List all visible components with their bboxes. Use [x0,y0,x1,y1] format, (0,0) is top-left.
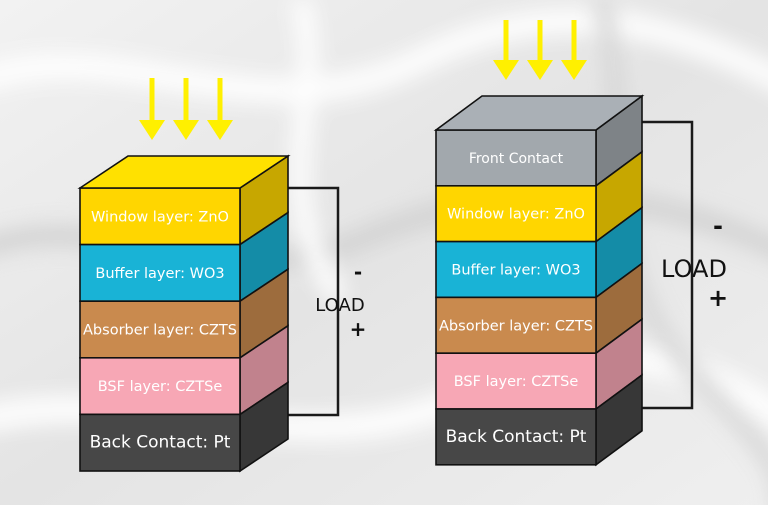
incident-light-arrow-icon [207,78,233,140]
load-circuit-wire [288,186,340,417]
left-layer-buffer-label: Buffer layer: WO3 [95,266,224,282]
right-load-label: LOAD [661,255,727,283]
left-positive-terminal-sign: + [350,317,367,341]
left-layer-buffer: Buffer layer: WO3 [79,211,289,303]
incident-light-arrow-icon [173,78,199,140]
right-layer-buffer-label: Buffer layer: WO3 [451,263,580,279]
left-layer-window-label: Window layer: ZnO [91,209,229,225]
right-positive-terminal-sign: + [708,284,728,312]
left-layer-absorber: Absorber layer: CZTS [79,267,289,360]
left-layer-absorber-label: Absorber layer: CZTS [83,323,237,339]
right-layer-front-contact-label: Front Contact [469,151,564,167]
incident-light-arrow-icon [139,78,165,140]
left-negative-terminal-sign: - [354,260,362,284]
left-solar-cell: Window layer: ZnO Buffer layer: WO3Absorb… [77,78,367,473]
incident-light-arrow-icon [527,20,553,80]
left-layer-bsf-label: BSF layer: CZTSe [98,379,223,395]
left-layer-bsf: BSF layer: CZTSe [79,324,289,416]
right-top-face [433,95,645,131]
right-layer-absorber-label: Absorber layer: CZTS [439,318,593,334]
left-load-label: LOAD [315,295,364,316]
right-layer-absorber: Absorber layer: CZTS [435,261,643,355]
right-layer-front-contact: Front Contact [435,94,643,188]
incident-light-arrow-icon [561,20,587,80]
right-layer-window: Window layer: ZnO [435,150,643,244]
incident-light-arrow-icon [493,20,519,80]
right-layer-back-contact: Back Contact: Pt [435,373,643,467]
right-negative-terminal-sign: - [713,212,723,240]
load-circuit-wire [642,120,694,410]
left-top-face [77,155,291,189]
right-layer-bsf: BSF layer: CZTSe [435,317,643,411]
right-layer-buffer: Buffer layer: WO3 [435,206,643,299]
left-layer-back-contact-label: Back Contact: Pt [90,433,231,453]
right-layer-back-contact-label: Back Contact: Pt [446,427,587,447]
right-layer-window-label: Window layer: ZnO [447,207,585,223]
left-layer-back-contact: Back Contact: Pt [79,380,289,473]
right-layer-bsf-label: BSF layer: CZTSe [454,374,579,390]
